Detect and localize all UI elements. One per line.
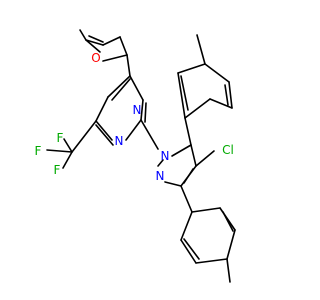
bond-22 (171, 144, 192, 157)
bond-42 (226, 229, 236, 260)
atom-label-n-pyr-upper: N (133, 103, 142, 117)
bond-44 (180, 239, 197, 264)
bond-26 (157, 159, 164, 167)
bond-25 (164, 181, 182, 187)
atom-label-n-pyr-lower: N (115, 134, 124, 148)
bond-15 (140, 99, 144, 121)
bond-23 (190, 144, 197, 167)
bond-4 (85, 39, 101, 53)
bond-6 (126, 54, 131, 77)
bond-3 (85, 39, 104, 46)
bond-31 (209, 98, 233, 109)
bond-layer (46, 29, 236, 283)
bond-35 (177, 72, 186, 119)
bond-9 (107, 75, 131, 98)
bond-43 (195, 258, 228, 264)
atom-label-o-furan: O (91, 51, 100, 65)
atom-label-f-left: F (35, 144, 42, 158)
bond-17 (71, 120, 97, 153)
bond-2 (102, 54, 128, 62)
bond-47 (222, 211, 234, 232)
atom-label-cl: Cl (222, 143, 234, 157)
bond-37 (180, 75, 189, 111)
bond-28 (195, 150, 215, 167)
bond-40 (191, 207, 221, 213)
bond-12 (95, 120, 113, 141)
bond-7 (79, 29, 87, 41)
atom-label-layer: O N N N N Cl F F F (35, 51, 234, 183)
bond-0 (102, 36, 121, 46)
bond-39 (180, 185, 193, 213)
bond-46 (226, 258, 231, 283)
bond-13 (95, 124, 114, 146)
bond-5 (88, 35, 104, 43)
bond-45 (180, 211, 193, 241)
atom-label-n-pyrazole-1: N (161, 149, 170, 163)
bond-18 (63, 138, 73, 153)
bond-14 (125, 119, 142, 141)
bond-38 (224, 84, 229, 106)
bond-1 (119, 36, 128, 56)
bond-21 (140, 119, 159, 150)
bond-30 (184, 98, 211, 119)
bond-20 (62, 151, 73, 169)
bond-48 (183, 238, 200, 260)
bond-19 (46, 149, 73, 153)
bond-16 (144, 102, 147, 123)
atom-label-f-top: F (57, 131, 64, 145)
bond-11 (95, 96, 109, 122)
bond-27 (183, 168, 194, 184)
atom-label-n-pyrazole-2: N (156, 169, 165, 183)
bond-10 (111, 78, 131, 101)
bond-29 (184, 117, 192, 146)
molecule-structure: O N N N N Cl F F F (35, 29, 236, 283)
bond-33 (204, 63, 230, 83)
atom-label-f-bottom: F (54, 163, 61, 177)
bond-32 (228, 81, 233, 109)
bond-8 (129, 75, 144, 101)
bond-34 (177, 63, 206, 74)
bond-36 (196, 34, 206, 65)
